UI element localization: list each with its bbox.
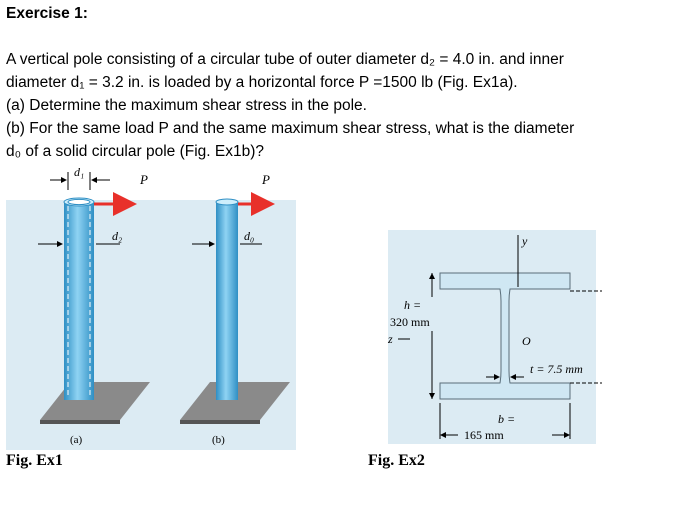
d2-label: d₂: [112, 229, 122, 243]
sublabel-b: (b): [212, 434, 225, 446]
exercise-title: Exercise 1:: [6, 5, 88, 22]
t-label: t = 7.5 mm: [530, 362, 583, 376]
problem-line-1: A vertical pole consisting of a circular…: [6, 51, 564, 68]
b-label: b =: [498, 412, 515, 426]
problem-line-4: (b) For the same load P and the same max…: [6, 120, 575, 137]
fig-ex2-drawing: y z O h = 320 mm t = 7.5 mm b = 165 mm: [387, 234, 602, 442]
b-value: 165 mm: [464, 428, 504, 442]
h-value: 320 mm: [390, 315, 430, 329]
h-label: h =: [404, 298, 421, 312]
z-axis-label: z: [387, 332, 393, 346]
sublabel-a: (a): [70, 434, 83, 446]
force-label-a: P: [139, 172, 148, 187]
fig-ex1-drawing: P d₁ d₂ (a) P d₀ (b): [38, 165, 290, 446]
fig-ex2-panel: [388, 230, 596, 444]
hollow-tube-a: [64, 202, 94, 400]
base-plate-b: [180, 382, 290, 420]
problem-line-5: d₀ of a solid circular pole (Fig. Ex1b)?: [6, 143, 264, 160]
fig-ex2-label: Fig. Ex2: [368, 452, 425, 469]
d0-label: d₀: [244, 229, 254, 243]
i-beam-section: [439, 272, 571, 400]
base-plate-a: [40, 382, 150, 420]
d1-label: d₁: [74, 165, 84, 179]
fig-ex1-label: Fig. Ex1: [6, 452, 63, 469]
problem-line-2: diameter d₁ = 3.2 in. is loaded by a hor…: [6, 74, 518, 91]
origin-label: O: [522, 334, 531, 348]
solid-pole-b: [216, 202, 238, 400]
force-label-b: P: [261, 172, 270, 187]
y-axis-label: y: [521, 234, 528, 248]
problem-line-3: (a) Determine the maximum shear stress i…: [6, 97, 367, 114]
